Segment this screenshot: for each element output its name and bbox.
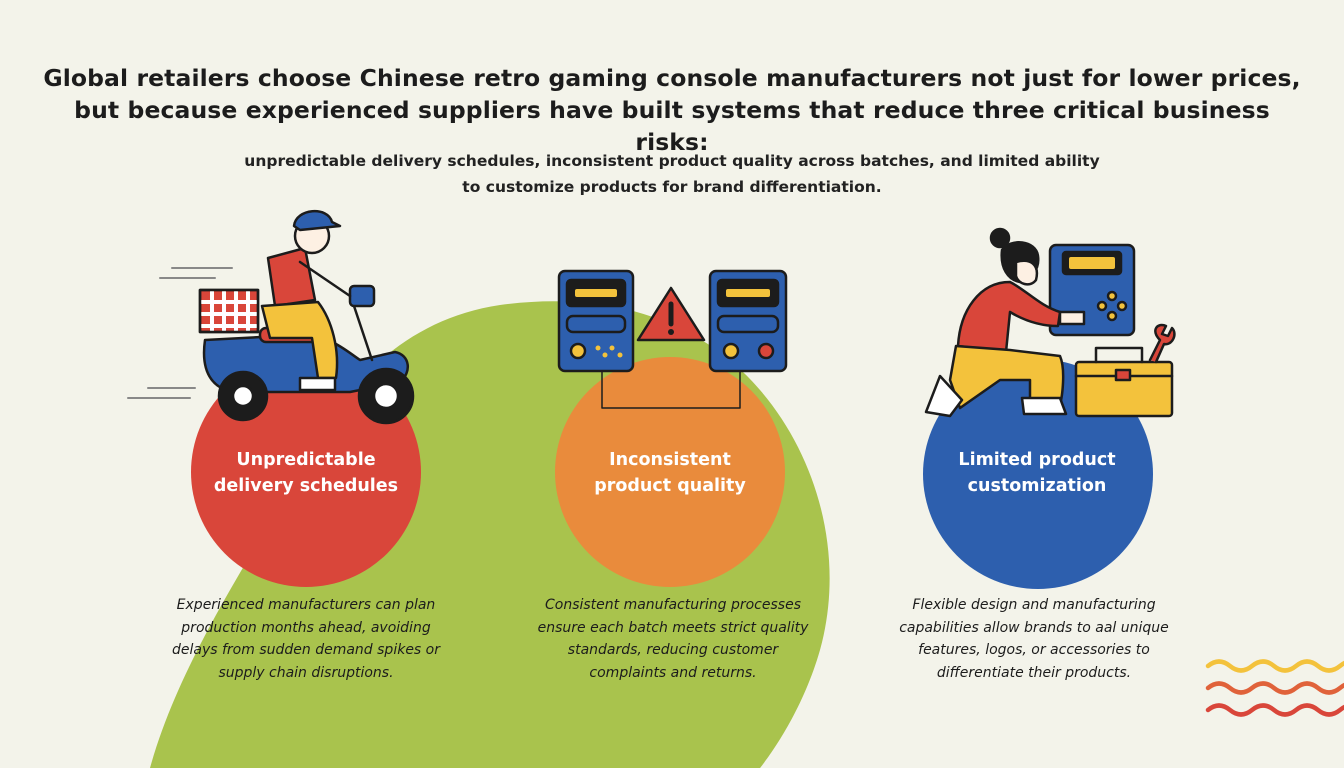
risk-label-line-2: product quality (594, 476, 746, 496)
risk-description-customization: Flexible design and manufacturing capabi… (884, 594, 1184, 684)
description-line: Consistent manufacturing processes (544, 597, 801, 613)
headline-line-1: Global retailers choose Chinese retro ga… (43, 64, 1301, 92)
description-line: ensure each batch meets strict quality (537, 619, 809, 636)
description-line: production months ahead, avoiding (181, 619, 431, 636)
console-warning-icon (557, 269, 788, 409)
decorative-waves (1205, 659, 1344, 717)
risk-description-delivery: Experienced manufacturers can plan produ… (156, 594, 456, 684)
risk-label-line-2: delivery schedules (213, 476, 399, 496)
subheadline: unpredictable delivery schedules, incons… (180, 148, 1164, 200)
risk-label-line-1: Limited product (958, 450, 1116, 470)
description-line: capabilities allow brands to aal unique (899, 619, 1169, 636)
risk-label-line-2: customization (967, 476, 1107, 496)
description-line: standards, reducing customer (567, 642, 779, 658)
description-line: Flexible design and manufacturing (912, 597, 1156, 613)
description-line: features, logos, or accessories to (918, 642, 1150, 658)
description-line: delays from sudden demand spikes or (172, 642, 440, 658)
subheadline-line-2: to customize products for brand differen… (462, 178, 882, 196)
headline: Global retailers choose Chinese retro ga… (40, 62, 1304, 158)
description-line: supply chain disruptions. (218, 664, 394, 681)
description-line: complaints and returns. (589, 664, 757, 681)
headline-line-2: but because experienced suppliers have b… (74, 96, 1270, 156)
delivery-scooter-icon (127, 209, 415, 425)
risk-label-line-1: Inconsistent (609, 450, 731, 470)
description-line: differentiate their products. (936, 664, 1132, 681)
customization-toolbox-icon (924, 227, 1176, 418)
risk-label-delivery: Unpredictable delivery schedules (196, 447, 416, 499)
subheadline-line-1: unpredictable delivery schedules, incons… (244, 152, 1100, 170)
description-line: Experienced manufacturers can plan (176, 597, 436, 613)
risk-description-quality: Consistent manufacturing processes ensur… (523, 594, 823, 684)
risk-label-customization: Limited product customization (927, 447, 1147, 499)
risk-label-quality: Inconsistent product quality (560, 447, 780, 499)
risk-circle-quality (555, 357, 785, 587)
risk-label-line-1: Unpredictable (236, 450, 376, 470)
